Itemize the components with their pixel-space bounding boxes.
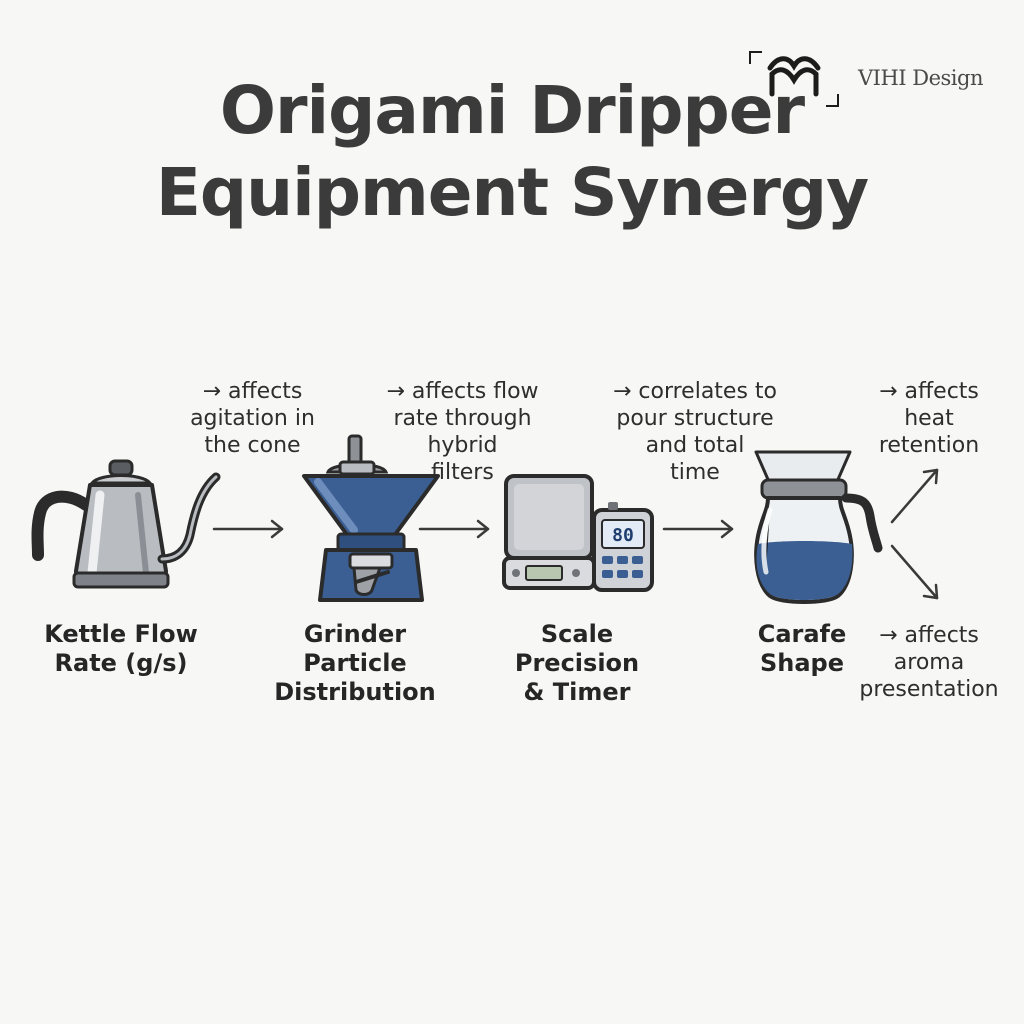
annotation-line: → affects <box>879 379 979 404</box>
step-label-scale: Scale Precision & Timer <box>500 620 654 707</box>
annotation-kettle: → affects agitation in the cone <box>170 378 335 459</box>
step-label-line: Grinder <box>303 620 407 648</box>
step-label-grinder: Grinder Particle Distribution <box>262 620 448 707</box>
arrow-scale-to-carafe-icon <box>662 519 734 539</box>
step-label-line: Kettle Flow <box>44 620 198 648</box>
brand-name: VIHI Design <box>858 66 983 90</box>
annotation-line: hybrid <box>427 433 498 458</box>
step-label-carafe: Carafe Shape <box>730 620 874 678</box>
step-label-kettle: Kettle Flow Rate (g/s) <box>26 620 216 678</box>
annotation-line: → affects flow <box>386 379 539 404</box>
annotation-line: → affects <box>202 379 303 404</box>
carafe-icon <box>754 450 883 604</box>
annotation-line: the cone <box>204 433 301 458</box>
annotation-line: agitation in <box>190 406 315 431</box>
arrow-kettle-to-grinder-icon <box>212 519 284 539</box>
scale-timer-icon: 80 <box>502 474 654 592</box>
grinder-icon <box>302 434 440 602</box>
arrow-to-aroma-icon <box>890 544 939 600</box>
arrow-to-heat-retention-icon <box>890 468 939 524</box>
step-label-line: Shape <box>759 649 845 677</box>
step-label-line: Precision <box>514 649 640 677</box>
annotation-grinder: → affects flow rate through hybrid filte… <box>370 378 555 486</box>
annotation-line: presentation <box>859 677 999 702</box>
title-line-2: Equipment Synergy <box>155 154 869 231</box>
annotation-line: → correlates to <box>612 379 778 404</box>
timer-display: 80 <box>612 525 634 546</box>
annotation-line: filters <box>431 460 494 485</box>
annotation-line: rate through <box>393 406 532 431</box>
step-label-line: Particle <box>303 649 407 677</box>
annotation-line: → affects <box>879 623 979 648</box>
kettle-icon <box>31 459 221 589</box>
annotation-line: heat <box>904 406 954 431</box>
annotation-scale: → correlates to pour structure and total… <box>590 378 800 486</box>
step-label-line: Carafe <box>757 620 847 648</box>
annotation-line: aroma <box>893 650 965 675</box>
annotation-aroma: → affects aroma presentation <box>852 622 1006 703</box>
step-label-line: Rate (g/s) <box>54 649 188 677</box>
page-title: Origami Dripper Equipment Synergy <box>0 70 1024 234</box>
step-label-line: Scale <box>540 620 614 648</box>
title-line-1: Origami Dripper <box>219 72 805 149</box>
annotation-line: pour structure <box>616 406 774 431</box>
annotation-line: and total <box>645 433 745 458</box>
step-label-line: & Timer <box>523 678 631 706</box>
brand-logo-icon <box>749 51 839 107</box>
step-label-line: Distribution <box>274 678 436 706</box>
annotation-line: retention <box>878 433 980 458</box>
annotation-line: time <box>670 460 720 485</box>
annotation-heat-retention: → affects heat retention <box>858 378 1000 459</box>
